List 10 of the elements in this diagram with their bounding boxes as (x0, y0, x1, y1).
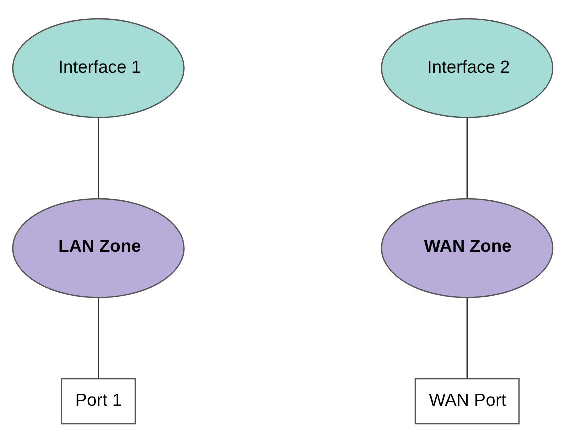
node-ellipse: Interface 2 (381, 18, 554, 118)
node-ellipse: Interface 1 (12, 18, 185, 118)
node-box: WAN Port (414, 378, 520, 424)
connector (98, 118, 100, 198)
node-ellipse: LAN Zone (12, 198, 185, 298)
node-box: Port 1 (61, 378, 136, 424)
connector (466, 298, 468, 378)
node-ellipse: WAN Zone (381, 198, 554, 298)
connector (466, 118, 468, 198)
connector (98, 298, 100, 378)
